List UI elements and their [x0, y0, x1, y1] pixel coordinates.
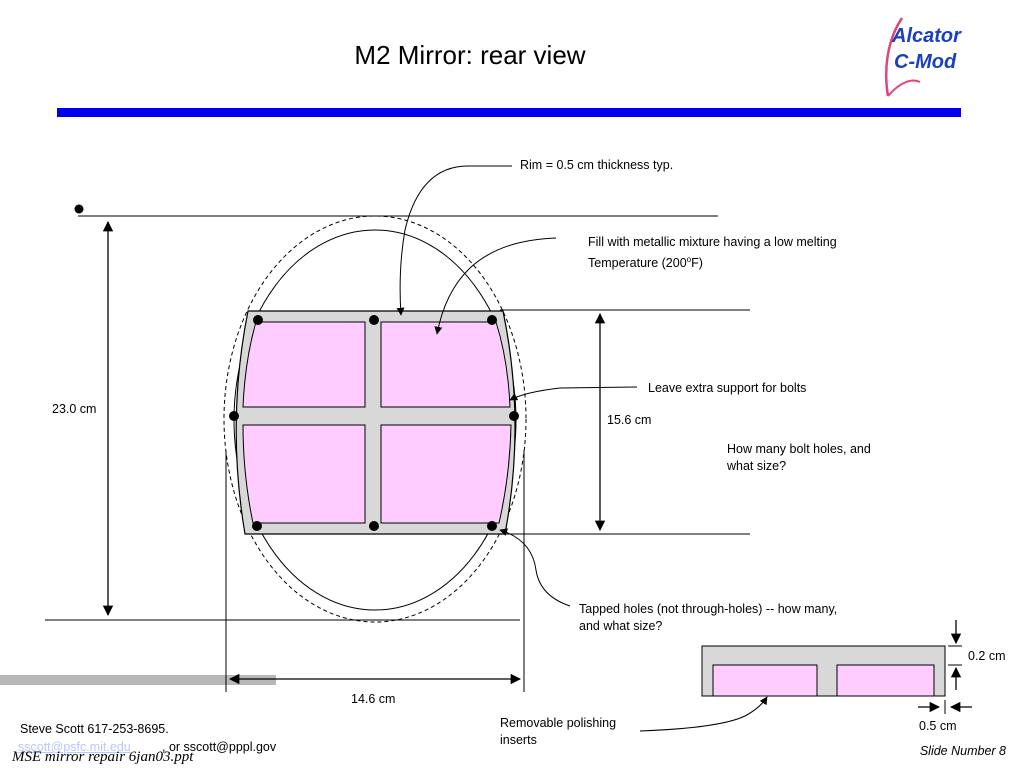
footer-filename: MSE mirror repair 6jan03.ppt [12, 749, 194, 765]
dimension-label-0-2cm: 0.2 cm [968, 649, 1006, 663]
leader-tapped-holes [499, 528, 571, 607]
insert-pocket-top-left [242, 321, 366, 408]
label-bolt-question: How many bolt holes, and what size? [727, 442, 871, 473]
reference-dot [74, 204, 84, 214]
bolt-holes [229, 315, 519, 531]
slide-title: M2 Mirror: rear view [354, 40, 586, 70]
bolt-hole [509, 411, 519, 421]
dimension-label-0-5cm: 0.5 cm [919, 719, 957, 733]
label-tapped-holes: Tapped holes (not through-holes) -- how … [579, 602, 838, 633]
leader-extra-support [509, 386, 638, 401]
title-underline-bar [57, 108, 961, 117]
dimension-label-14-6cm: 14.6 cm [351, 692, 396, 706]
label-removable-inserts: Removable polishing inserts [500, 716, 617, 747]
logo-swoosh-tail [887, 79, 921, 97]
label-rim: Rim = 0.5 cm thickness typ. [520, 158, 674, 172]
cross-section-insert-right [836, 664, 935, 697]
insert-pocket-bottom-right [380, 424, 512, 524]
bolt-hole [487, 521, 497, 531]
label-fill-line1: Fill with metallic mixture having a low … [588, 235, 837, 249]
mirror-outline-dashed [223, 215, 527, 623]
bolt-hole [253, 315, 263, 325]
insert-pocket-bottom-left [242, 424, 366, 524]
logo-line1: Alcator [891, 25, 962, 47]
bolt-hole [229, 411, 239, 421]
label-extra-support: Leave extra support for bolts [648, 381, 807, 395]
leader-fill [434, 237, 557, 335]
leader-inserts [639, 696, 768, 732]
footer-alt-email: , or sscott@pppl.gov [162, 740, 277, 754]
footer-divider-bar [0, 675, 276, 685]
insert-pocket-top-right [380, 321, 511, 408]
bolt-hole [369, 315, 379, 325]
logo-line2: C-Mod [894, 51, 957, 73]
cross-section-insert-left [712, 664, 818, 697]
alcator-cmod-logo: Alcator C-Mod [884, 17, 962, 97]
logo-swoosh [884, 17, 904, 97]
bolt-hole [369, 521, 379, 531]
label-fill: Fill with metallic mixture having a low … [588, 234, 837, 272]
bolt-hole [252, 521, 262, 531]
footer-email-link[interactable]: sscott@psfc.mit.edu [18, 740, 131, 754]
dimension-label-23cm: 23.0 cm [52, 402, 97, 416]
dimension-label-15-6cm: 15.6 cm [607, 413, 652, 427]
leader-rim [396, 165, 512, 316]
footer-author: Steve Scott 617-253-8695. [20, 722, 169, 736]
label-fill-line2: Temperature (200oF) [588, 255, 703, 271]
slide-number: Slide Number 8 [919, 744, 1006, 758]
bolt-hole [487, 315, 497, 325]
